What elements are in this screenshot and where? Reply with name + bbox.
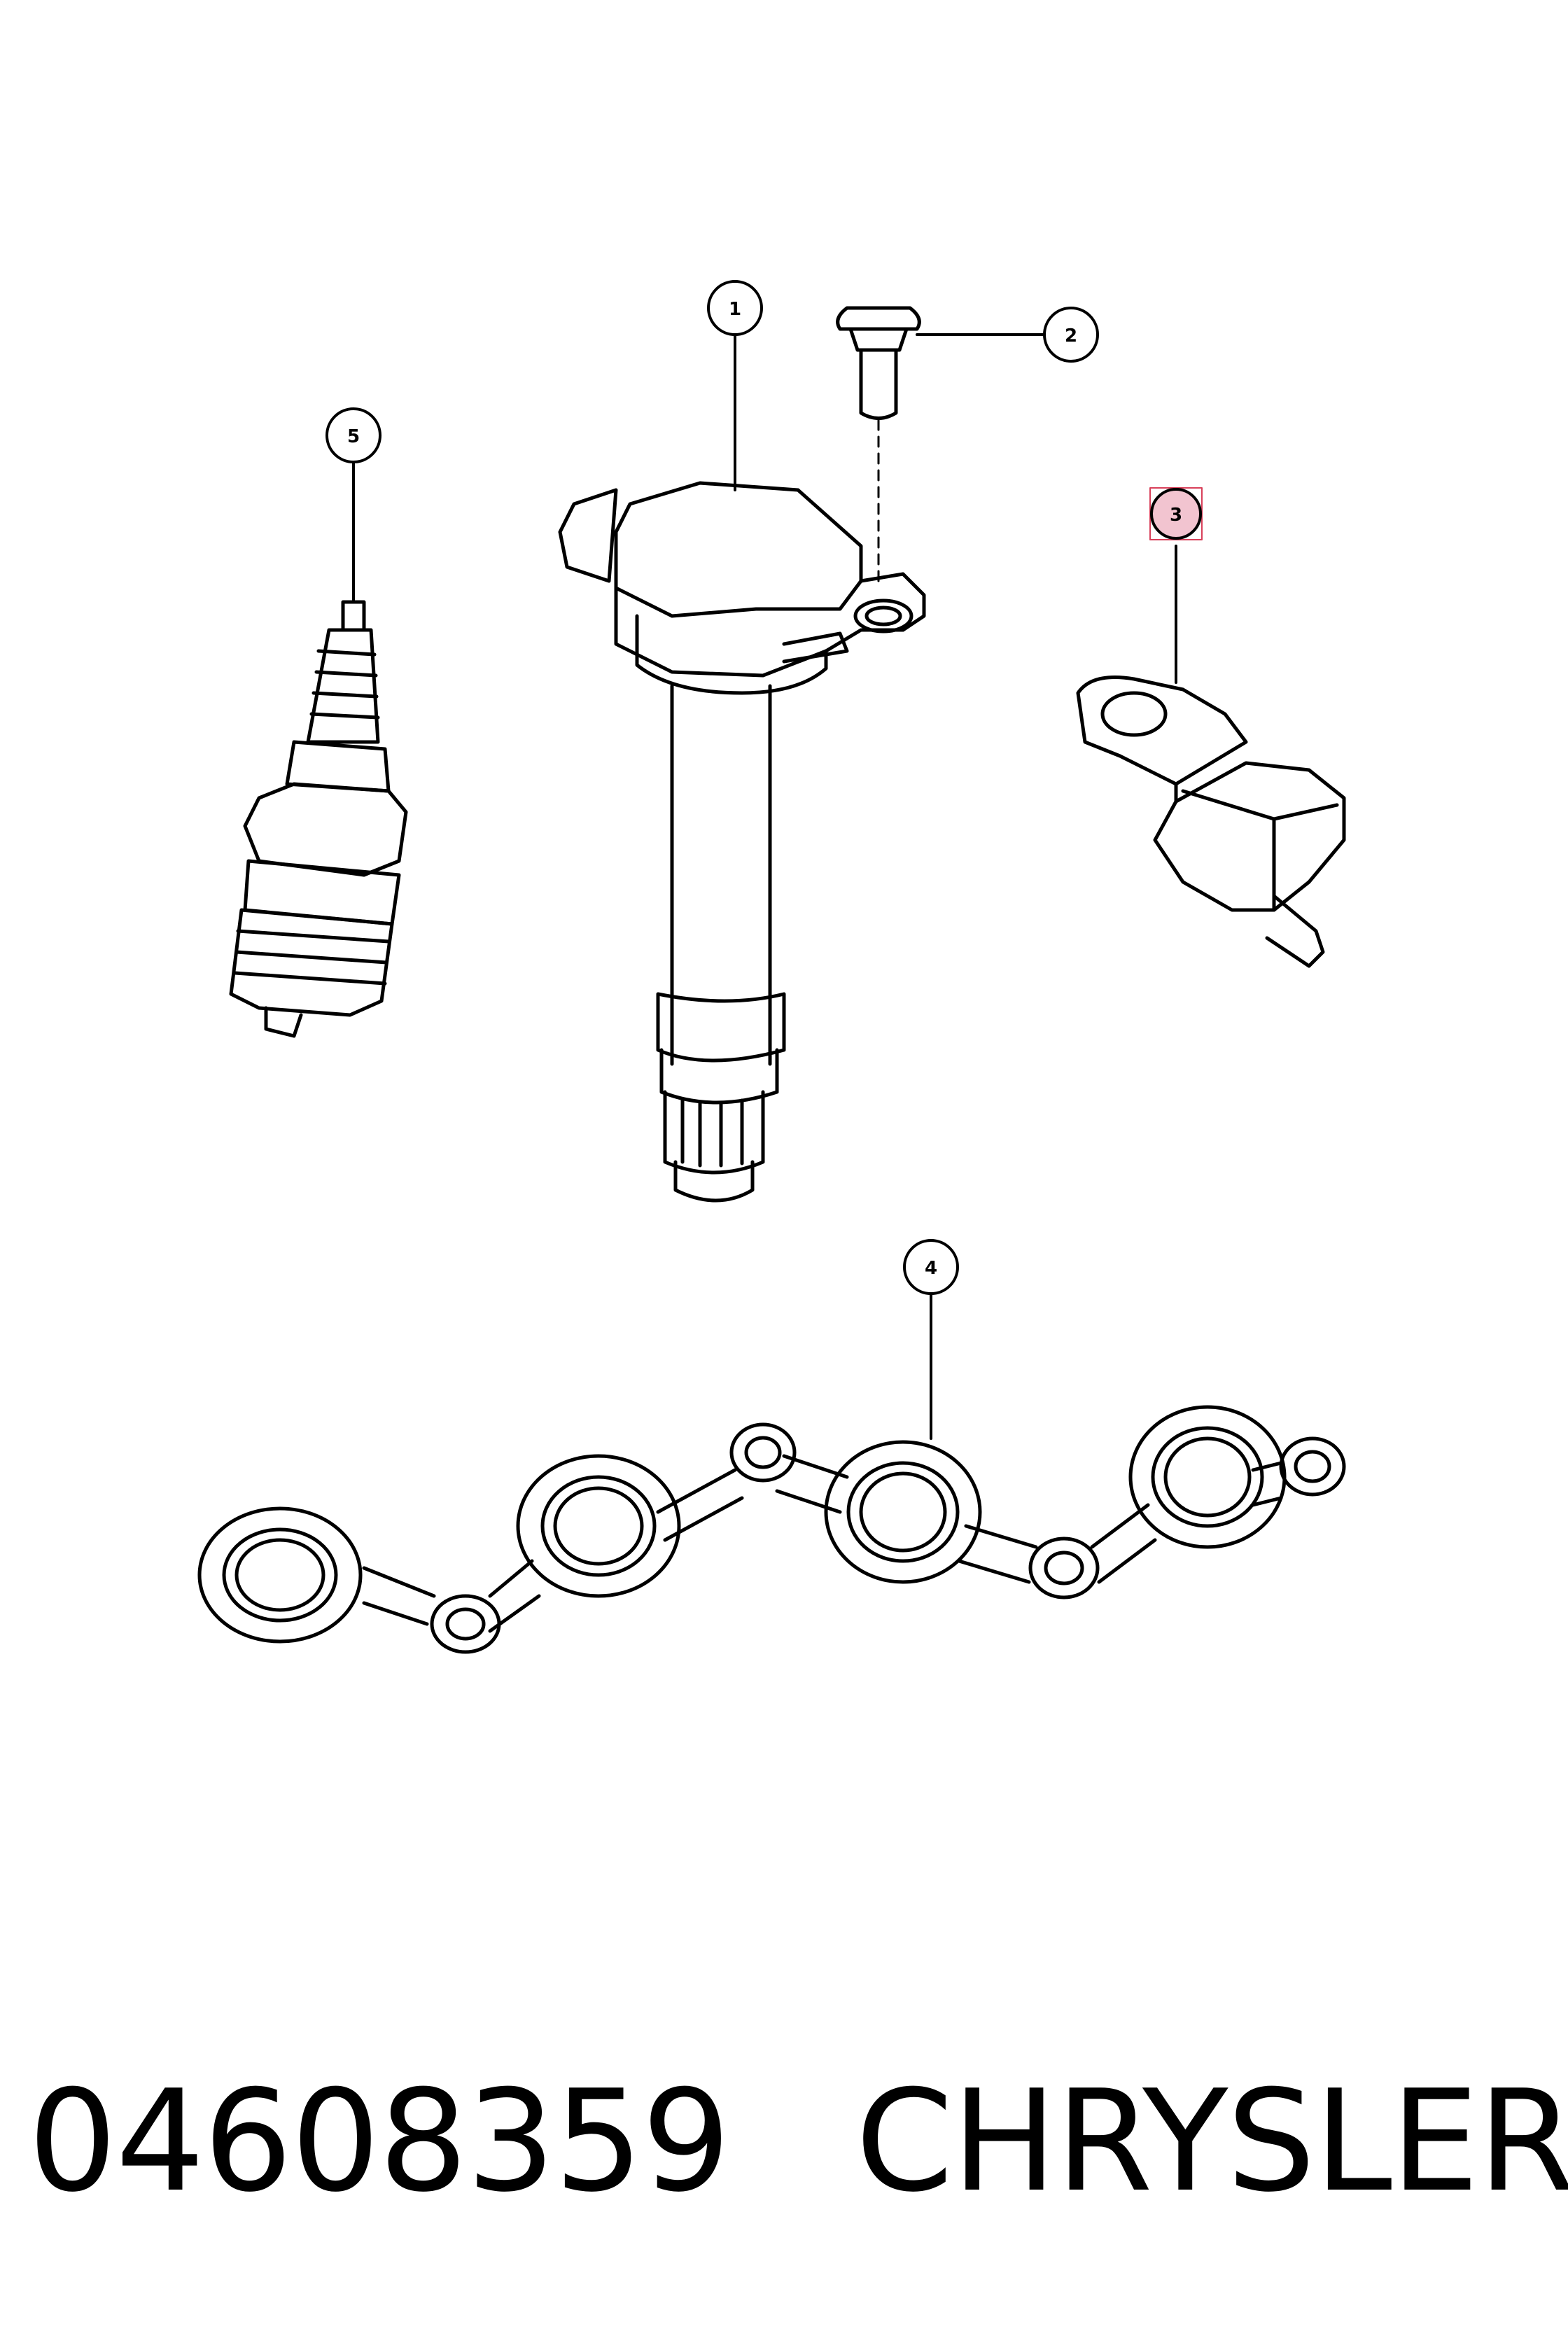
callout-label-4: 4 (925, 1258, 937, 1279)
bolt (836, 306, 921, 589)
callout-circle-1 (707, 280, 763, 336)
spark-plug (229, 600, 408, 1038)
callout-circle-2 (1043, 307, 1099, 363)
seal-gasket (197, 1405, 1346, 1654)
callout-circle-3 (1150, 488, 1202, 540)
ignition-coil (558, 481, 926, 1203)
callout-circles (326, 280, 1203, 1295)
callout-label-2: 2 (1065, 326, 1077, 346)
callout-label-3: 3 (1170, 505, 1182, 526)
brand-name: CHRYSLER (855, 2060, 1568, 2223)
part-number-caption: 04608359 CHRYSLER (28, 2058, 1568, 2226)
callout-labels: 1 2 3 4 5 (347, 299, 1182, 1279)
callout-circle-5 (326, 407, 382, 463)
callout-label-5: 5 (347, 426, 360, 447)
leader-lines (352, 333, 1177, 1440)
bracket-sensor (1076, 676, 1346, 968)
callout-circle-4 (903, 1239, 959, 1295)
part-number: 04608359 (28, 2060, 731, 2223)
callout-label-1: 1 (729, 299, 741, 320)
